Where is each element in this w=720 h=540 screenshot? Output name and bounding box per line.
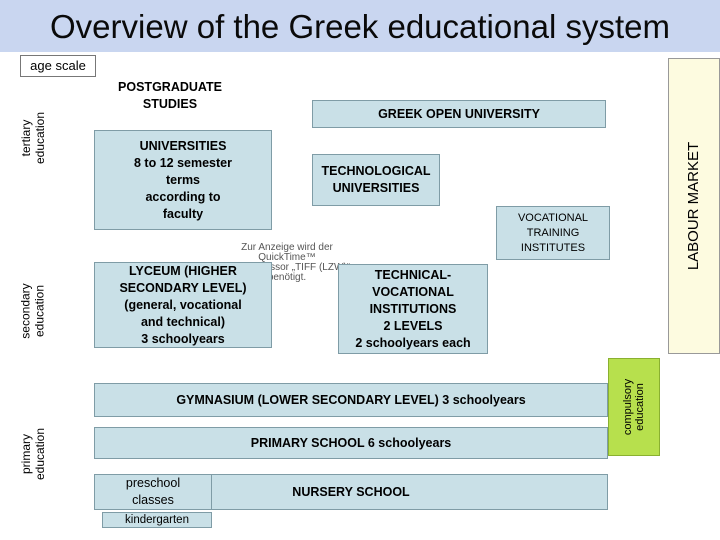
secondary-education-label-wrap: secondary education xyxy=(18,258,48,364)
technical-vocational-institutions-box: TECHNICAL- VOCATIONAL INSTITUTIONS 2 LEV… xyxy=(338,264,488,354)
compulsory-education-box: compulsory education xyxy=(608,358,660,456)
title-banner xyxy=(0,0,720,52)
lyceum-box: LYCEUM (HIGHER SECONDARY LEVEL) (general… xyxy=(94,262,272,348)
postgraduate-studies: POSTGRADUATE STUDIES xyxy=(118,80,222,111)
vocational-training-institutes-box: VOCATIONAL TRAINING INSTITUTES xyxy=(496,206,610,260)
tertiary-education-label: tertiary education xyxy=(19,111,48,165)
tertiary-education-label-wrap: tertiary education xyxy=(18,88,48,188)
universities-box: UNIVERSITIES 8 to 12 semester terms acco… xyxy=(94,130,272,230)
primary-education-label-wrap: primary education xyxy=(18,412,48,496)
preschool-classes-box: preschool classes xyxy=(94,474,212,510)
gymnasium-box: GYMNASIUM (LOWER SECONDARY LEVEL) 3 scho… xyxy=(94,383,608,417)
primary-school-box: PRIMARY SCHOOL 6 schoolyears xyxy=(94,427,608,459)
greek-open-university-box: GREEK OPEN UNIVERSITY xyxy=(312,100,606,128)
labour-market-label: LABOUR MARKET xyxy=(685,141,703,271)
primary-education-label: primary education xyxy=(19,427,48,481)
labour-market-box: LABOUR MARKET xyxy=(668,58,720,354)
kindergarten-box: kindergarten xyxy=(102,512,212,528)
secondary-education-label: secondary education xyxy=(19,283,47,339)
compulsory-education-label: compulsory education xyxy=(622,378,646,436)
age-scale-label: age scale xyxy=(20,55,96,77)
page-title: Overview of the Greek educational system xyxy=(50,8,670,45)
technological-universities-box: TECHNOLOGICAL UNIVERSITIES xyxy=(312,154,440,206)
